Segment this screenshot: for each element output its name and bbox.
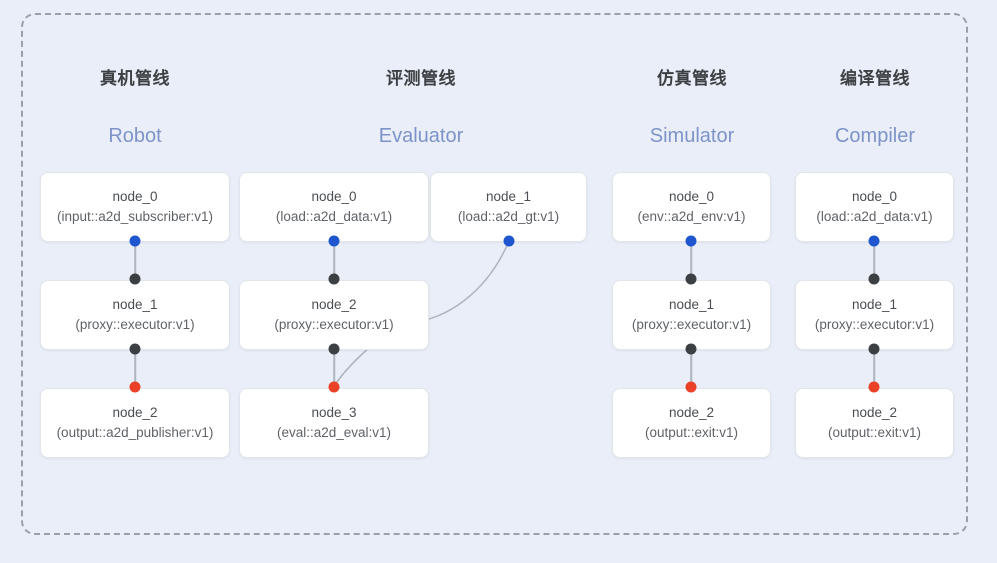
port-robot-node-0-output[interactable] (129, 235, 141, 247)
node-eval-node-1[interactable]: node_1 (load::a2d_gt:v1) (430, 172, 587, 242)
column-title-simulator: 仿真管线 (657, 69, 727, 88)
node-sim-node-0[interactable]: node_0 (env::a2d_env:v1) (612, 172, 771, 242)
node-spec: (proxy::executor:v1) (631, 317, 752, 332)
node-name: node_0 (851, 189, 898, 204)
column-subtitle-simulator: Simulator (649, 125, 735, 147)
port-comp-node-1-input[interactable] (868, 273, 880, 285)
node-name: node_1 (851, 297, 898, 312)
port-robot-node-1-input[interactable] (129, 273, 141, 285)
node-name: node_1 (668, 297, 715, 312)
node-name: node_3 (311, 405, 357, 420)
node-spec: (proxy::executor:v1) (75, 317, 195, 332)
node-eval-node-3[interactable]: node_3 (eval::a2d_eval:v1) (239, 388, 429, 458)
port-sim-node-2-input[interactable] (685, 381, 697, 393)
node-name: node_0 (311, 189, 357, 204)
node-spec: (output::exit:v1) (827, 425, 922, 440)
node-comp-node-0[interactable]: node_0 (load::a2d_data:v1) (795, 172, 954, 242)
node-robot-node-2[interactable]: node_2 (output::a2d_publisher:v1) (40, 388, 230, 458)
port-eval-node-2-output[interactable] (328, 343, 340, 355)
node-name: node_1 (112, 297, 158, 312)
node-spec: (load::a2d_gt:v1) (457, 209, 560, 224)
node-sim-node-1[interactable]: node_1 (proxy::executor:v1) (612, 280, 771, 350)
port-sim-node-1-output[interactable] (685, 343, 697, 355)
node-name: node_2 (668, 405, 715, 420)
column-subtitle-robot: Robot (108, 125, 162, 147)
node-robot-node-0[interactable]: node_0 (input::a2d_subscriber:v1) (40, 172, 230, 242)
edge-robot-1-2 (134, 349, 136, 386)
port-eval-node-3-input[interactable] (328, 381, 340, 393)
edge-robot-0-1 (134, 241, 136, 278)
port-eval-node-2-input[interactable] (328, 273, 340, 285)
port-robot-node-2-input[interactable] (129, 381, 141, 393)
node-sim-node-2[interactable]: node_2 (output::exit:v1) (612, 388, 771, 458)
node-spec: (proxy::executor:v1) (814, 317, 935, 332)
port-comp-node-0-output[interactable] (868, 235, 880, 247)
port-comp-node-2-input[interactable] (868, 381, 880, 393)
edge-comp-0-1 (873, 241, 875, 278)
node-eval-node-2[interactable]: node_2 (proxy::executor:v1) (239, 280, 429, 350)
node-eval-node-0[interactable]: node_0 (load::a2d_data:v1) (239, 172, 429, 242)
node-name: node_2 (311, 297, 357, 312)
column-title-robot: 真机管线 (100, 69, 170, 88)
port-comp-node-1-output[interactable] (868, 343, 880, 355)
port-eval-node-0-output[interactable] (328, 235, 340, 247)
pipeline-group-frame (21, 13, 968, 535)
column-title-compiler: 编译管线 (840, 69, 910, 88)
port-sim-node-0-output[interactable] (685, 235, 697, 247)
port-robot-node-1-output[interactable] (129, 343, 141, 355)
edge-eval-0-2 (333, 241, 335, 278)
node-spec: (output::exit:v1) (644, 425, 739, 440)
edge-sim-1-2 (690, 349, 692, 386)
column-subtitle-evaluator: Evaluator (378, 125, 464, 147)
node-spec: (output::a2d_publisher:v1) (56, 425, 214, 440)
node-name: node_2 (851, 405, 898, 420)
node-name: node_0 (112, 189, 158, 204)
node-name: node_1 (485, 189, 532, 204)
node-spec: (input::a2d_subscriber:v1) (56, 209, 214, 224)
node-spec: (eval::a2d_eval:v1) (276, 425, 392, 440)
column-title-evaluator: 评测管线 (386, 69, 456, 88)
node-name: node_2 (112, 405, 158, 420)
node-spec: (proxy::executor:v1) (274, 317, 394, 332)
node-robot-node-1[interactable]: node_1 (proxy::executor:v1) (40, 280, 230, 350)
port-eval-node-1-output[interactable] (503, 235, 515, 247)
node-spec: (load::a2d_data:v1) (275, 209, 393, 224)
node-comp-node-1[interactable]: node_1 (proxy::executor:v1) (795, 280, 954, 350)
port-sim-node-1-input[interactable] (685, 273, 697, 285)
node-spec: (env::a2d_env:v1) (637, 209, 746, 224)
edge-eval-2-3 (333, 349, 335, 386)
edge-sim-0-1 (690, 241, 692, 278)
node-comp-node-2[interactable]: node_2 (output::exit:v1) (795, 388, 954, 458)
node-spec: (load::a2d_data:v1) (816, 209, 933, 224)
edge-comp-1-2 (873, 349, 875, 386)
node-name: node_0 (668, 189, 715, 204)
column-subtitle-compiler: Compiler (834, 125, 916, 147)
